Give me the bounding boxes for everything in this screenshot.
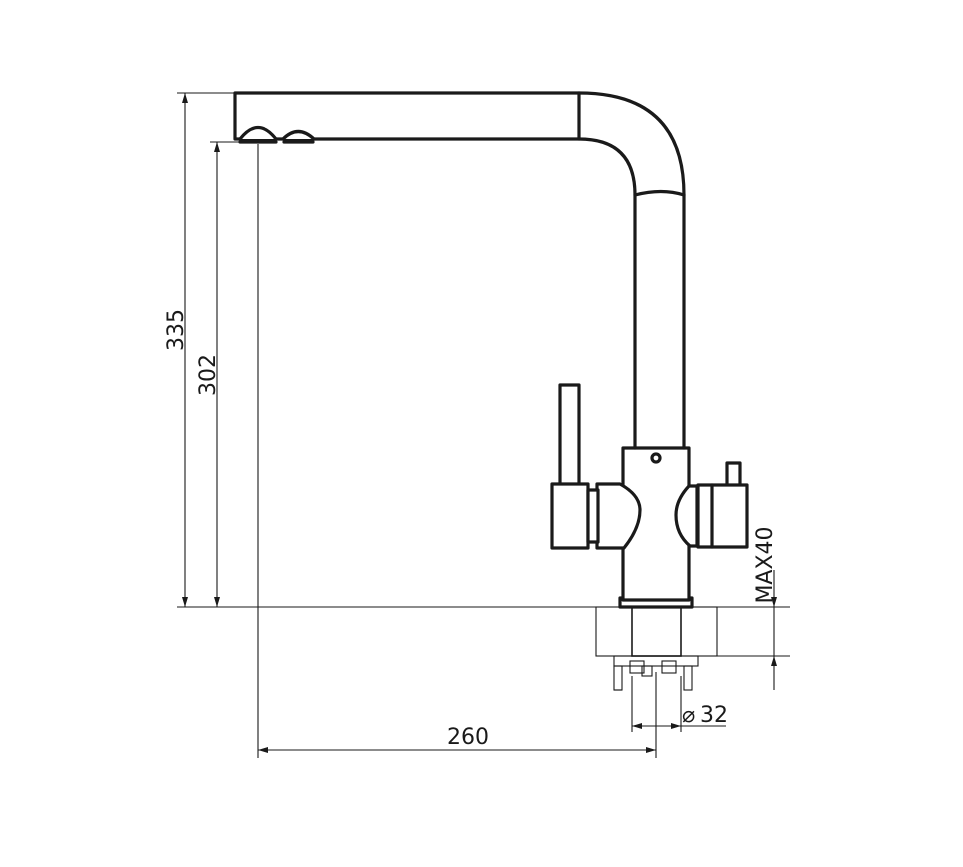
countertop-section xyxy=(595,606,718,657)
dimension-total-height: 335 xyxy=(164,309,189,351)
extension-lines xyxy=(177,92,790,758)
right-filter-valve xyxy=(696,461,749,549)
dimension-labels: 335 302 260 MAX40 ⌀ 32 xyxy=(164,309,778,750)
dimension-spout-height: 302 xyxy=(196,354,221,396)
dimension-lines xyxy=(182,93,777,753)
dimension-spout-reach: 260 xyxy=(447,725,489,750)
dimension-hole-diameter: 32 xyxy=(700,703,728,728)
mounting-hardware xyxy=(613,655,699,691)
faucet-body xyxy=(595,446,699,609)
left-lever-handle xyxy=(550,383,600,550)
spout xyxy=(233,91,686,450)
dimension-diameter-symbol: ⌀ xyxy=(682,703,695,728)
dimension-max-countertop: MAX40 xyxy=(753,526,778,603)
